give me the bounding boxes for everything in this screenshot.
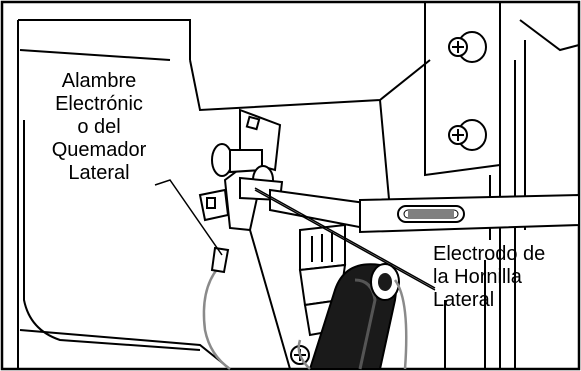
electrode-label-line-1: Electrodo de bbox=[433, 243, 546, 265]
screw-middle bbox=[448, 119, 487, 151]
electrode-label-line-2: la Hornilla bbox=[433, 266, 522, 288]
housing-panels bbox=[17, 19, 431, 370]
burner-grill-pattern bbox=[403, 209, 459, 219]
side-burner-wire-label: Alambre Electrónic o del Quemador Latera… bbox=[34, 70, 164, 185]
gas-hose bbox=[308, 263, 400, 370]
side-burner-electrode-label: Electrodo de la Hornilla Lateral bbox=[433, 243, 545, 312]
wire-connector bbox=[210, 246, 230, 274]
wire-label-line-1: Alambre bbox=[61, 70, 137, 92]
igniter-bracket bbox=[198, 108, 284, 232]
wire-label-line-2: Electrónic bbox=[55, 93, 143, 115]
electrode-label-line-3: Lateral bbox=[433, 289, 495, 311]
burner-tube bbox=[269, 188, 580, 234]
gray-wires bbox=[202, 267, 408, 371]
wire-label-line-3: o del bbox=[77, 116, 121, 138]
right-bracket bbox=[424, 2, 580, 369]
screw-top bbox=[448, 31, 487, 63]
wire-label-line-4: Quemador bbox=[51, 139, 147, 161]
leader-lines bbox=[154, 179, 436, 291]
wire-label-line-5: Lateral bbox=[68, 162, 130, 184]
